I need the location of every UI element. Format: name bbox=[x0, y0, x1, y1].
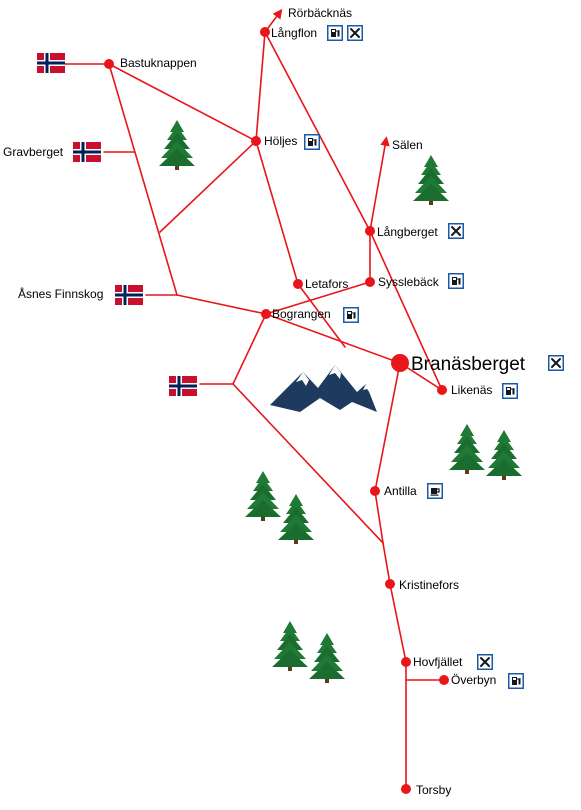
road-segment bbox=[108, 63, 178, 296]
pine-tree-icon bbox=[245, 471, 281, 521]
town-node-holjes[interactable] bbox=[251, 136, 261, 146]
town-label-gravberget: Gravberget bbox=[3, 145, 64, 159]
norway-flag-icon bbox=[169, 376, 197, 396]
pine-tree-icon bbox=[486, 430, 522, 480]
road-segment bbox=[159, 140, 257, 233]
road-segment bbox=[232, 313, 267, 385]
cafe-icon[interactable] bbox=[427, 483, 443, 499]
town-node-branasberget[interactable] bbox=[391, 354, 409, 372]
restaurant-icon[interactable] bbox=[447, 222, 465, 240]
fuel-pump-icon[interactable] bbox=[508, 673, 524, 689]
town-label-holjes: Höljes bbox=[264, 134, 297, 148]
road-segment bbox=[176, 294, 267, 315]
norway-flag-icon bbox=[37, 53, 65, 73]
town-label-antilla: Antilla bbox=[384, 484, 417, 498]
town-labels: Rörbäcknäs Långflon Bastuknappen Gravber… bbox=[3, 6, 526, 797]
pine-tree-icon bbox=[413, 155, 449, 205]
town-label-salen: Sälen bbox=[392, 138, 423, 152]
pine-tree-icon bbox=[449, 424, 485, 474]
fuel-pump-icon[interactable] bbox=[502, 383, 518, 399]
town-node-kristinefors[interactable] bbox=[385, 579, 395, 589]
road-segment bbox=[374, 490, 384, 544]
road-segment bbox=[374, 362, 401, 492]
road-segment bbox=[108, 63, 257, 142]
fuel-pump-icon[interactable] bbox=[327, 25, 343, 41]
town-label-hovfjallet: Hovfjället bbox=[413, 655, 463, 669]
town-label-asnes-finnskog: Åsnes Finnskog bbox=[18, 286, 103, 301]
town-label-langflon: Långflon bbox=[271, 26, 317, 40]
fuel-pump-icon[interactable] bbox=[304, 134, 320, 150]
town-label-letafors: Letafors bbox=[305, 277, 348, 291]
road-network bbox=[41, 8, 445, 790]
town-node-hovfjallet[interactable] bbox=[401, 657, 411, 667]
mountain-icon bbox=[270, 365, 377, 412]
restaurant-icon[interactable] bbox=[346, 24, 364, 42]
town-node-bastuknappen[interactable] bbox=[104, 59, 114, 69]
norway-flag-icon bbox=[73, 142, 101, 162]
town-node-torsby[interactable] bbox=[401, 784, 411, 794]
town-node-syssleback[interactable] bbox=[365, 277, 375, 287]
town-label-syssleback: Sysslebäck bbox=[378, 275, 440, 289]
pine-tree-icon bbox=[278, 494, 314, 544]
town-node-letafors[interactable] bbox=[293, 279, 303, 289]
town-label-rorbacknas: Rörbäcknäs bbox=[288, 6, 352, 20]
road-segment bbox=[382, 542, 391, 585]
restaurant-icon[interactable] bbox=[476, 653, 494, 671]
road-segment bbox=[389, 583, 407, 663]
road-segment bbox=[369, 230, 443, 391]
town-nodes bbox=[104, 27, 449, 794]
town-label-likenas: Likenäs bbox=[451, 383, 492, 397]
town-label-bastuknappen: Bastuknappen bbox=[120, 56, 197, 70]
road-segment bbox=[255, 140, 299, 285]
pine-tree-icon bbox=[309, 633, 345, 683]
pine-tree-icon bbox=[272, 621, 308, 671]
town-label-bograngen: Bograngen bbox=[272, 307, 331, 321]
restaurant-icon[interactable] bbox=[547, 354, 565, 372]
town-node-overbyn[interactable] bbox=[439, 675, 449, 685]
town-node-bograngen[interactable] bbox=[261, 309, 271, 319]
town-node-langflon[interactable] bbox=[260, 27, 270, 37]
town-label-kristinefors: Kristinefors bbox=[399, 578, 459, 592]
road-segment bbox=[265, 281, 371, 315]
town-label-branasberget: Branäsberget bbox=[411, 354, 526, 375]
town-node-antilla[interactable] bbox=[370, 486, 380, 496]
fuel-pump-icon[interactable] bbox=[343, 307, 359, 323]
town-label-torsby: Torsby bbox=[416, 783, 451, 797]
road-segment bbox=[264, 31, 371, 232]
town-label-langberget: Långberget bbox=[377, 225, 438, 239]
road-segment bbox=[255, 31, 266, 142]
fuel-pump-icon[interactable] bbox=[448, 273, 464, 289]
norway-flag-icon bbox=[115, 285, 143, 305]
road-segment bbox=[369, 136, 390, 232]
road-segment bbox=[265, 313, 401, 364]
town-label-overbyn: Överbyn bbox=[451, 673, 496, 687]
pine-tree-icon bbox=[159, 120, 195, 170]
road-segment bbox=[232, 383, 384, 544]
town-node-langberget[interactable] bbox=[365, 226, 375, 236]
town-node-likenas[interactable] bbox=[437, 385, 447, 395]
road-segment bbox=[297, 283, 346, 348]
